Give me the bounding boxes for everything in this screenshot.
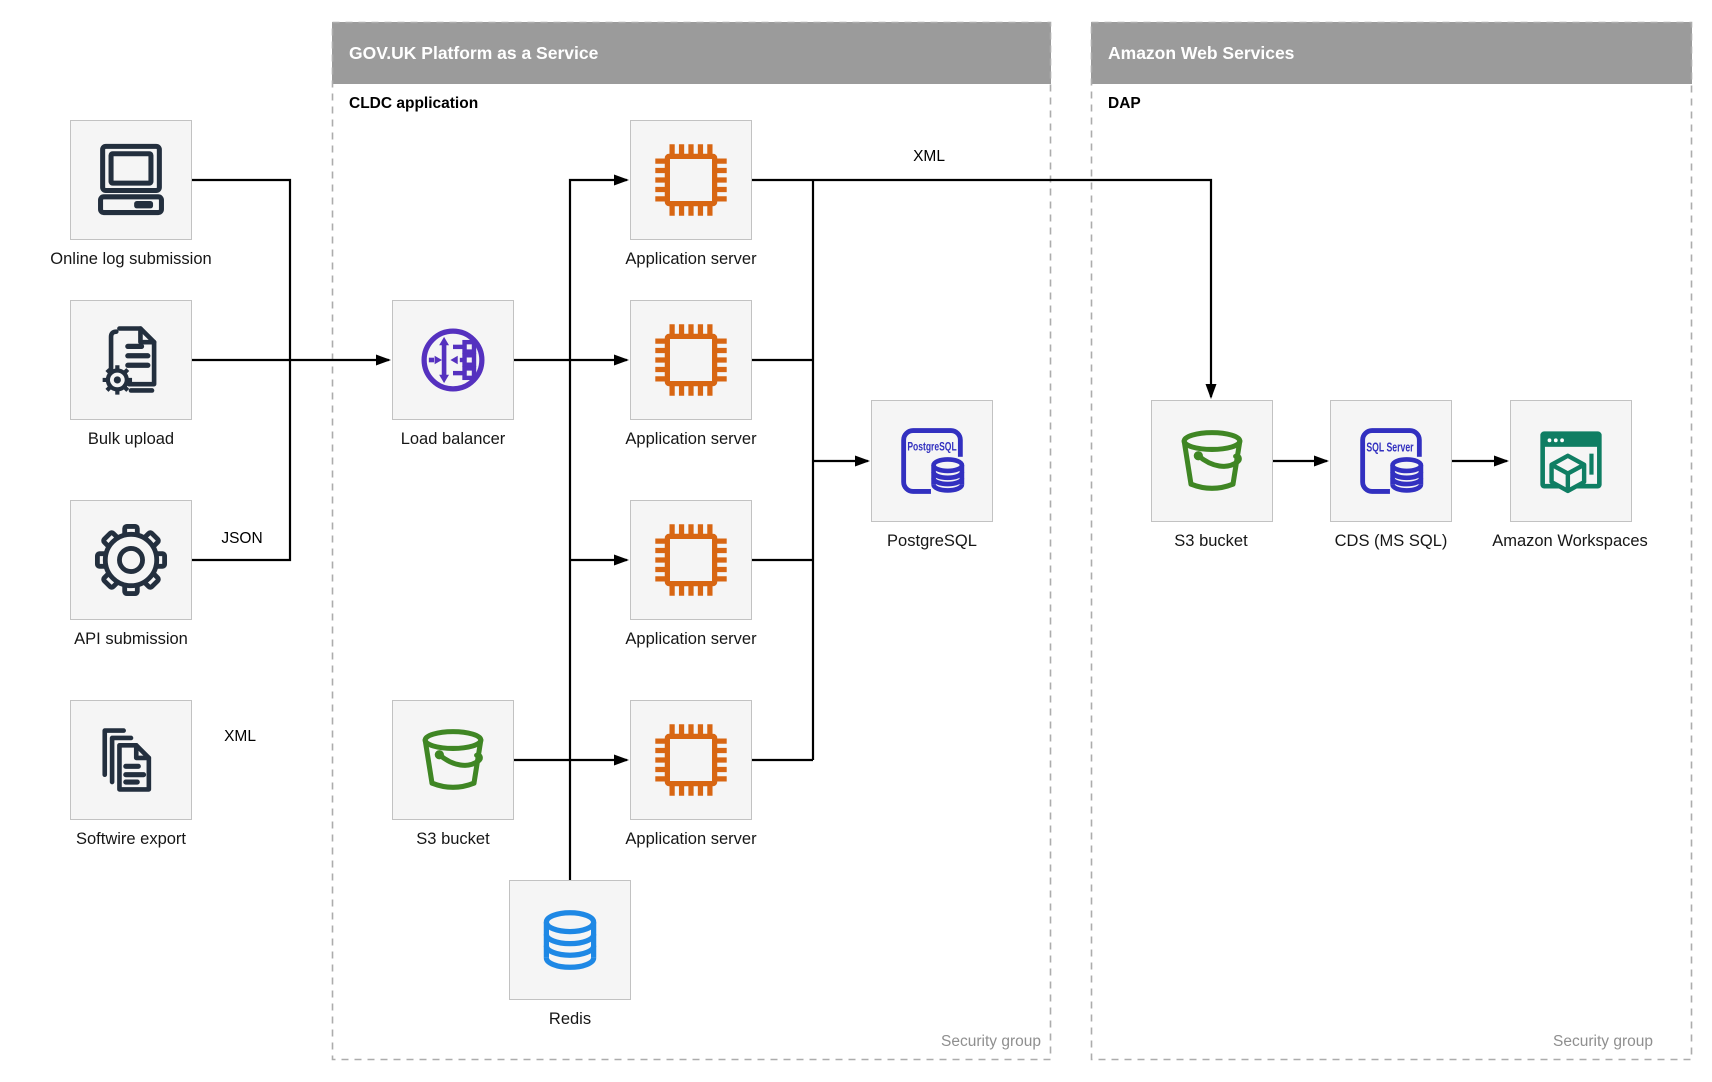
node-label: S3 bucket [1174,532,1248,550]
aws-dashed-border [1090,21,1693,1061]
sql-server-database-icon: SQL Server [1360,428,1428,495]
s3-bucket-icon [1181,430,1243,491]
cpu-chip-icon [655,324,727,396]
application-server-node-2 [630,300,752,420]
node-label: S3 bucket [416,830,490,848]
edge-label-xml-app: XML [913,148,945,165]
node-label: Bulk upload [87,430,175,448]
node-label: Amazon Workspaces [1492,532,1648,550]
cpu-chip-icon [655,524,727,596]
node-label: PostgreSQL [887,532,977,550]
edge-spine-to-app-server-1 [568,174,629,880]
postgresql-database-icon: PostgreSQL [901,428,969,495]
paas-security-group-label: Security group [941,1033,1041,1050]
edge-xml-to-aws-s3 [752,178,1217,399]
aws-header-bar: Amazon Web Services [1091,22,1692,84]
node-label: Application server [625,630,757,648]
sql-server-badge-text: SQL Server [1366,441,1413,455]
s3-bucket-aws-node [1151,400,1273,522]
paas-container: GOV.UK Platform as a Service CLDC applic… [332,22,1051,1060]
s3-bucket-icon [422,729,484,790]
redis-node [509,880,631,1000]
edge-sources-merge [192,178,292,562]
amazon-workspaces-icon [1540,431,1602,494]
application-server-node-4 [630,700,752,820]
node-label: Redis [548,1010,592,1028]
postgresql-node: PostgreSQL [871,400,993,522]
node-label: API submission [74,630,188,648]
edge-label-xml-softwire: XML [224,728,256,745]
aws-title: Amazon Web Services [1108,43,1295,63]
softwire-export-node [70,700,192,820]
aws-container: Amazon Web Services DAP Security group [1091,22,1692,1060]
application-server-node-1 [630,120,752,240]
edge-label-json: JSON [221,530,263,547]
node-label: Application server [625,430,757,448]
paas-dashed-border [331,21,1052,1061]
aws-sublabel: DAP [1108,95,1141,112]
load-balancer-node [392,300,514,420]
redis-database-icon [543,910,597,970]
cds-mssql-node: SQL Server [1330,400,1452,522]
desktop-computer-icon [98,143,164,216]
aws-security-group-label: Security group [1553,1033,1653,1050]
s3-bucket-paas-node [392,700,514,820]
bulk-upload-node [70,300,192,420]
application-server-node-3 [630,500,752,620]
online-log-submission-node [70,120,192,240]
load-balancer-icon [421,328,485,392]
gear-icon [94,523,168,597]
paas-header-bar: GOV.UK Platform as a Service [332,22,1051,84]
amazon-workspaces-node [1510,400,1632,522]
node-label: Application server [625,830,757,848]
cpu-chip-icon [655,724,727,796]
node-label: Application server [625,250,757,268]
postgresql-badge-text: PostgreSQL [907,442,956,454]
paas-title: GOV.UK Platform as a Service [349,43,599,63]
paas-sublabel: CLDC application [349,95,479,112]
node-label: Load balancer [400,430,506,448]
cpu-chip-icon [655,144,727,216]
api-submission-node [70,500,192,620]
node-label: Online log submission [50,250,212,268]
node-label: Softwire export [75,830,187,848]
node-label: CDS (MS SQL) [1334,532,1448,550]
document-gear-icon [102,326,157,395]
document-stack-icon [102,728,152,792]
